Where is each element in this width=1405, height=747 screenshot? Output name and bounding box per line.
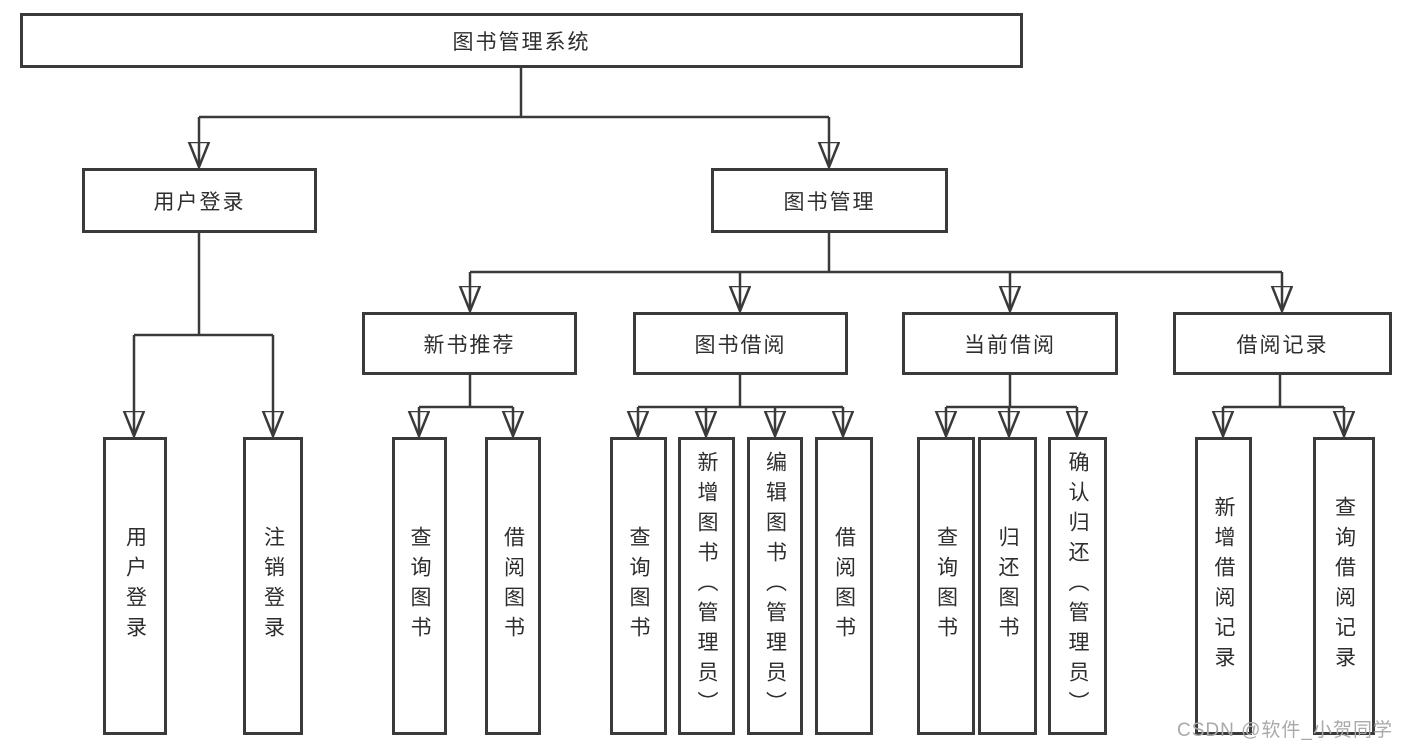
leaf-logout: 注销登录 [243,437,303,735]
node-borrowing-records: 借阅记录 [1173,312,1392,375]
leaf-query-books-borrowing: 查询图书 [610,437,667,735]
leaf-borrow-books-recommend: 借阅图书 [485,437,541,735]
node-library-system: 图书管理系统 [20,13,1023,68]
leaf-query-books-current: 查询图书 [917,437,975,735]
node-current-borrowing: 当前借阅 [902,312,1118,375]
leaf-borrow-books: 借阅图书 [815,437,873,735]
leaf-add-book-admin: 新增图书（管理员） [678,437,735,735]
node-book-borrowing: 图书借阅 [633,312,848,375]
leaf-user-login: 用户登录 [103,437,167,735]
node-new-book-recommend: 新书推荐 [362,312,577,375]
leaf-confirm-return-admin: 确认归还（管理员） [1048,437,1107,735]
leaf-add-borrow-record: 新增借阅记录 [1195,437,1252,735]
node-book-management: 图书管理 [711,168,948,233]
node-user-login: 用户登录 [82,168,317,233]
watermark: CSDN @软件_小贺同学 [1177,720,1393,741]
leaf-query-books-recommend: 查询图书 [392,437,447,735]
leaf-return-book: 归还图书 [978,437,1037,735]
leaf-edit-book-admin: 编辑图书（管理员） [747,437,803,735]
leaf-query-borrow-record: 查询借阅记录 [1313,437,1375,735]
